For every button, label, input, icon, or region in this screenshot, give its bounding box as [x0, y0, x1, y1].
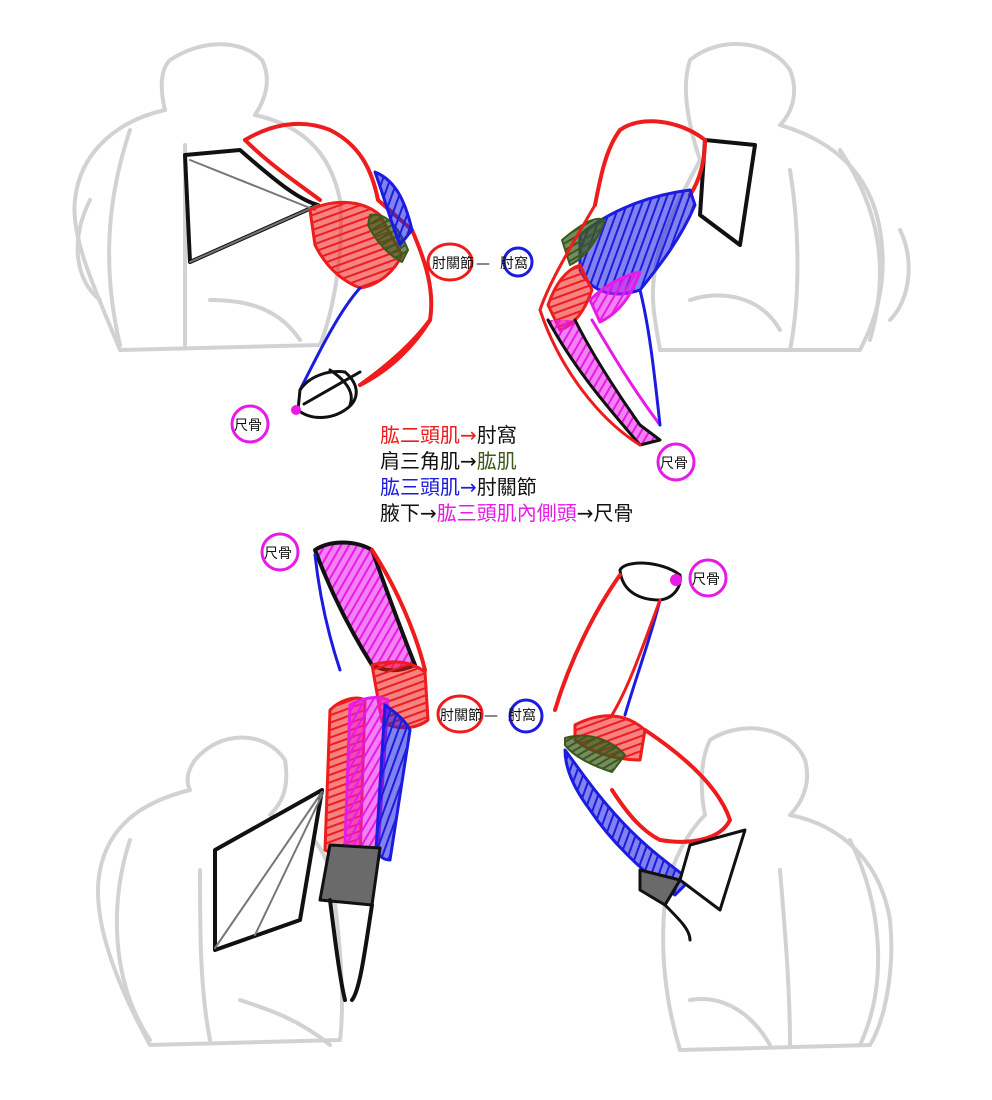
- legend-row: 肱二頭肌→肘窩: [380, 422, 720, 448]
- legend-text: →: [460, 449, 477, 473]
- arm-top-left: [183, 122, 434, 419]
- legend-text: →: [576, 501, 594, 525]
- arm-top-right: [538, 119, 757, 447]
- legend-text: 肱三頭肌內側頭: [436, 501, 577, 525]
- ulna-label: 尺骨: [692, 572, 720, 588]
- legend-text: 腋下: [380, 501, 420, 525]
- legend-row: 肱三頭肌→肘關節: [380, 474, 720, 500]
- label-elbow-bottom: 肘關節 — 肘窩: [436, 694, 544, 734]
- legend-text: 肱二頭肌: [380, 423, 460, 447]
- label-ulna-top-right: 尺骨: [656, 442, 696, 482]
- legend-text: 肱肌: [476, 449, 517, 473]
- label-ulna-top-left: 尺骨: [230, 404, 270, 444]
- torso-sketches: [72, 42, 911, 1052]
- legend: 肱二頭肌→肘窩肩三角肌→肱肌肱三頭肌→肘關節腋下→肱三頭肌內側頭→尺骨: [380, 422, 720, 526]
- ulna-label: 尺骨: [264, 546, 292, 562]
- elbow-pit-label: 肘窩: [500, 255, 528, 272]
- label-elbow-top: 肘關節 — 肘窩: [426, 242, 534, 282]
- legend-text: 肱三頭肌: [380, 475, 460, 499]
- elbow-joint-label: 肘關節: [440, 707, 482, 724]
- legend-text: 肘窩: [476, 423, 517, 447]
- legend-text: 肘關節: [476, 475, 537, 499]
- legend-text: →: [460, 475, 477, 499]
- arm-bottom-left: [213, 540, 430, 1002]
- dash-label: —: [476, 256, 490, 272]
- legend-text: 肩三角肌: [380, 449, 460, 473]
- legend-row: 肩三角肌→肱肌: [380, 448, 720, 474]
- dash-label: —: [484, 708, 498, 724]
- arm-bottom-right: [553, 561, 747, 942]
- ulna-label: 尺骨: [234, 418, 262, 434]
- legend-text: →: [420, 501, 437, 525]
- ulna-label: 尺骨: [660, 456, 688, 472]
- label-ulna-bottom-right: 尺骨: [688, 558, 728, 598]
- legend-row: 腋下→肱三頭肌內側頭→尺骨: [380, 500, 720, 526]
- elbow-pit-label: 肘窩: [508, 707, 536, 724]
- legend-text: 尺骨: [593, 501, 634, 525]
- label-ulna-bottom-left: 尺骨: [260, 532, 300, 572]
- legend-text: →: [460, 423, 477, 447]
- elbow-joint-label: 肘關節: [432, 255, 474, 272]
